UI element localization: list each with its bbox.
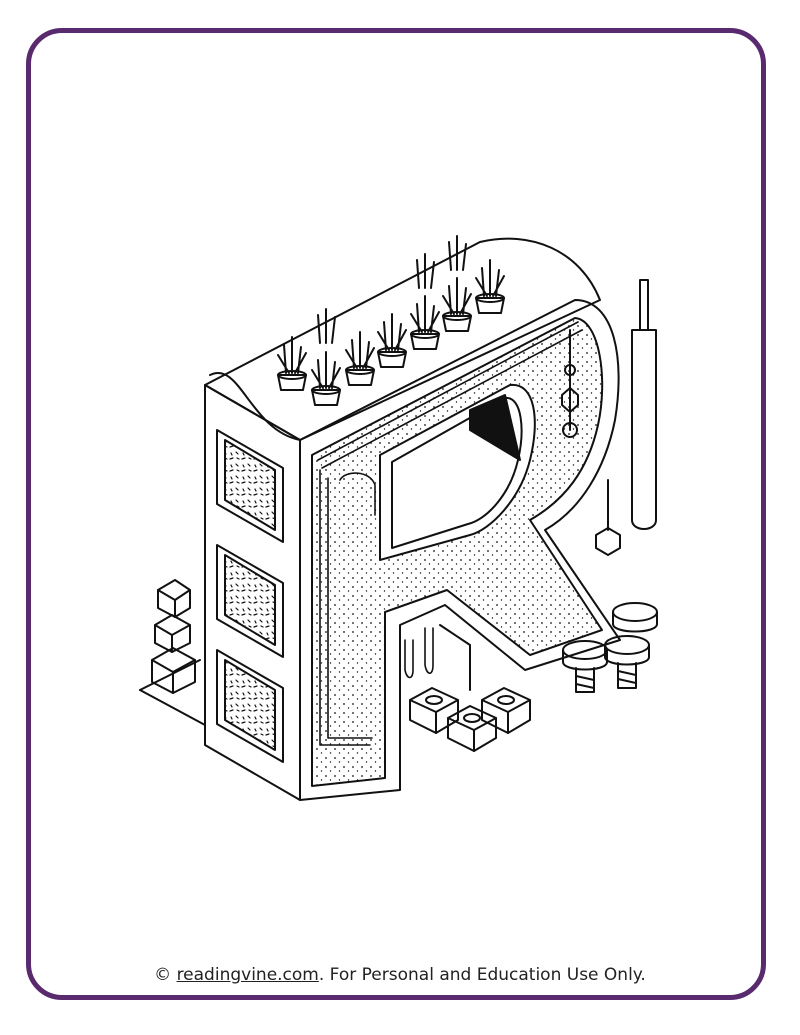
hanging-beads: [561, 329, 621, 556]
footer-prefix: ©: [154, 965, 177, 985]
copyright-footer: © readingvine.com. For Personal and Educ…: [0, 965, 800, 985]
r-stem-side: [204, 384, 301, 801]
pipes: [317, 321, 583, 746]
page-border: [26, 28, 766, 1000]
potted-plants: [277, 235, 505, 406]
footer-suffix: . For Personal and Education Use Only.: [318, 965, 646, 985]
hanging-tube: [631, 279, 657, 530]
hex-nuts: [409, 687, 531, 752]
readingvine-link[interactable]: readingvine.com: [176, 965, 319, 985]
stacked-cubes: [151, 579, 196, 694]
ground-lines: [139, 624, 471, 726]
screws: [562, 602, 658, 693]
drips: [404, 627, 434, 679]
r-top-face: [204, 237, 601, 441]
